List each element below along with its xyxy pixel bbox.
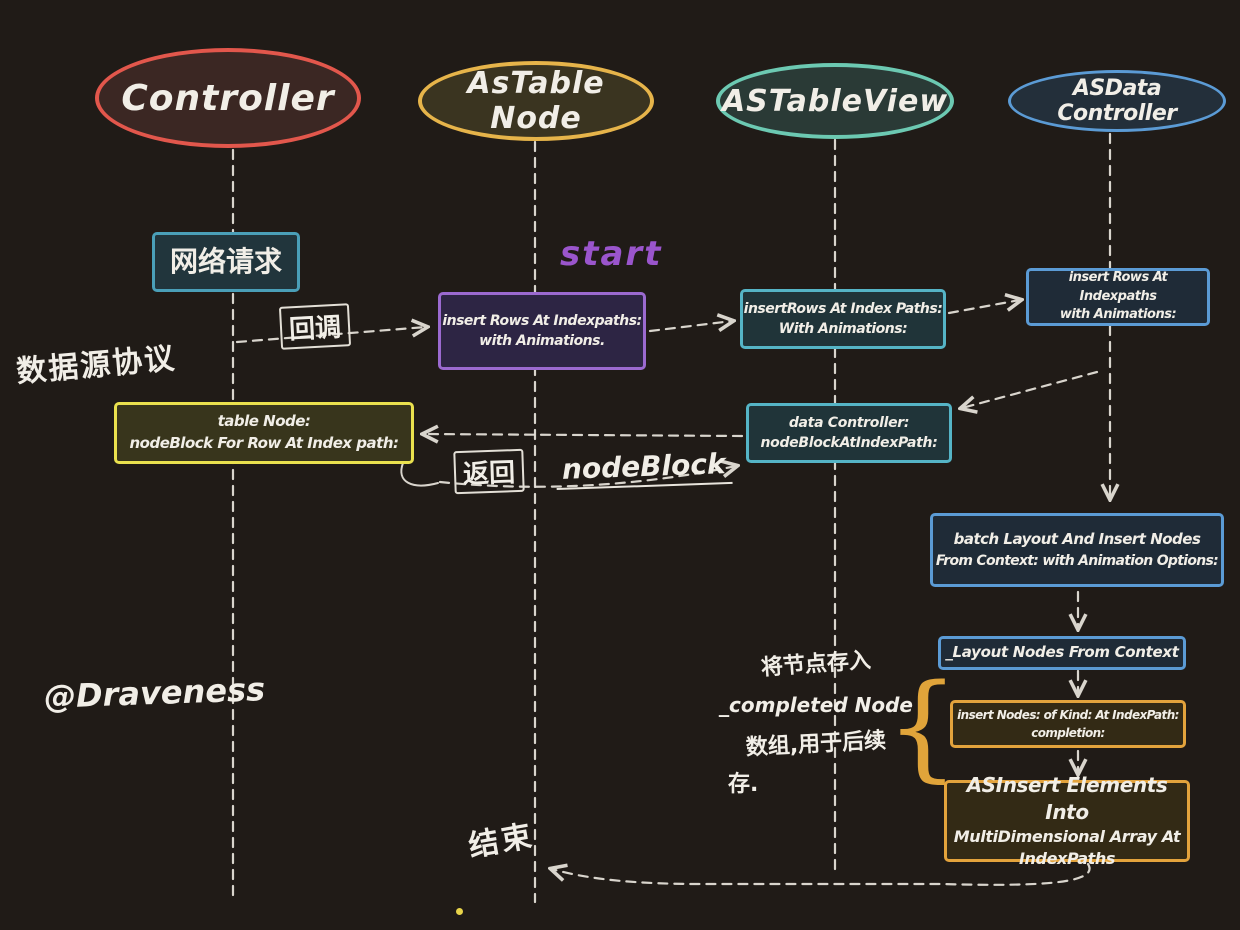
network-request-label: 网络请求 [169,244,282,278]
box-layout-nodes-from-context: _Layout Nodes From Context [938,636,1186,670]
return-hook [400,462,439,487]
box-data-controller-nodeblock: data Controller: nodeBlockAtIndexPath: [746,403,952,463]
box-view-insert-rows: insertRows At Index Paths: With Animatio… [740,289,946,349]
batch-layout-line1: batch Layout And Insert Nodes [953,529,1201,548]
nodeblock-label: nodeBlock [561,447,727,486]
brace-glyph: { [886,660,960,794]
lifeline-label-astablenode: AsTable Node [467,66,605,136]
box-network-request: 网络请求 [152,232,300,292]
note-brace: { [886,664,959,791]
arrow-finish [552,862,1091,886]
box-data-insert-rows: insert Rows At Indexpaths with Animation… [1026,268,1210,326]
start-label: start [560,234,663,274]
tablenode-line1: table Node: [217,412,311,431]
lifeline-label-controller: Controller [121,77,335,119]
box-node-insert-rows: insert Rows At Indexpaths: with Animatio… [438,292,646,370]
view-insert-line1: insertRows At Index Paths: [743,300,943,317]
lifeline-head-controller: Controller [95,48,361,148]
data-insert-line1: insert Rows At Indexpaths [1068,269,1168,304]
annotation-return: 返回 [453,448,525,495]
callback-label: 回调 [288,312,342,346]
as-insert-line3: IndexPaths [1018,849,1116,868]
annotation-author: @Draveness [43,670,265,716]
as-insert-line1: ASInsert Elements Into [966,773,1168,825]
box-tablenode-nodeblock: table Node: nodeBlock For Row At Index p… [114,402,414,464]
return-label: 返回 [462,458,516,490]
lifeline-head-asdatacontroller: ASData Controller [1008,70,1226,132]
insert-nodes-line2: completion: [1031,726,1105,740]
annotation-callback: 回调 [278,303,352,350]
tablenode-line2: nodeBlock For Row At Index path: [129,434,399,452]
data-controller-line1: data Controller: [788,414,910,431]
author-label: @Draveness [43,670,266,716]
arrow-return-nodeblock [438,466,736,488]
insert-nodes-line1: insert Nodes: of Kind: At IndexPath: [957,708,1179,722]
arrow-view-to-data [947,300,1020,315]
node-insert-line2: with Animations. [479,333,605,349]
lifeline-label-asdatacontroller: ASData Controller [1057,76,1177,126]
arrow-data-to-datacontroller [962,370,1099,408]
arrow-node-to-view [648,321,732,333]
annotation-note: 将节点存入 _completed Node 数组,用于后续 存. [716,645,916,805]
box-as-insert-elements: ASInsert Elements Into MultiDimensional … [944,773,1190,868]
data-controller-line2: nodeBlockAtIndexPath: [760,435,938,451]
box-batch-layout-insert: batch Layout And Insert Nodes From Conte… [930,513,1224,587]
node-insert-line1: insert Rows At Indexpaths: [442,312,642,329]
note-line-4: 存. [728,772,759,797]
arrow-datacontroller-to-tablenode [424,434,744,436]
arrow-callback [235,327,426,344]
as-insert-line2: MultiDimensional Array At [953,827,1181,847]
lifeline-head-astablenode: AsTable Node [418,61,654,141]
view-insert-line2: With Animations: [778,321,908,337]
yellow-dot [456,908,463,915]
batch-layout-line2: From Context: with Animation Options: [935,552,1219,569]
lifeline-head-astableview: ASTableView [716,63,954,139]
annotation-nodeblock: nodeBlock [555,446,733,491]
box-insert-nodes: insert Nodes: of Kind: At IndexPath: com… [950,700,1186,748]
note-line-2: _completed Node [719,693,913,717]
annotation-start: start [560,234,662,274]
data-insert-line2: with Animations: [1059,307,1177,323]
layout-nodes-label: _Layout Nodes From Context [945,643,1179,662]
lifeline-label-astableview: ASTableView [721,83,949,119]
